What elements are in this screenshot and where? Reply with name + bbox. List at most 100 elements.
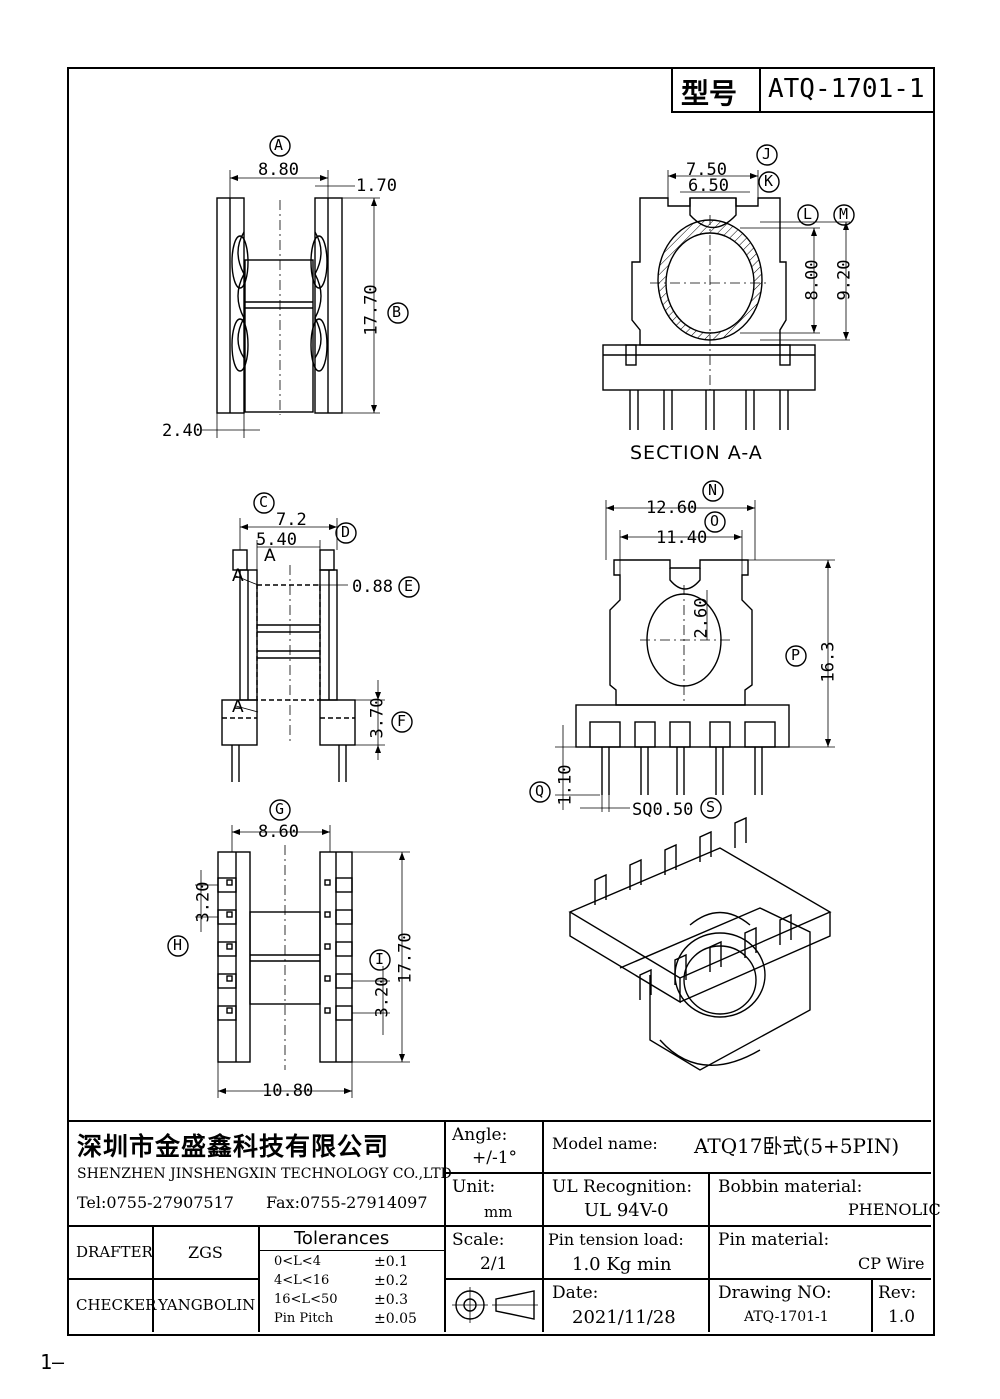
dim-c: 7.2 (276, 510, 307, 530)
drawing-no: ATQ-1701-1 (744, 1309, 829, 1325)
tel: Tel:0755-27907517 (77, 1193, 234, 1212)
dim-pitch: 3.20 (372, 976, 393, 1018)
tol-value: ±0.1 (374, 1254, 408, 1270)
dim-i: 17.70 (395, 932, 416, 984)
unit: mm (484, 1203, 513, 1221)
bobbin-label: Bobbin material: (718, 1177, 863, 1197)
page-number: 1– (40, 1350, 64, 1374)
callout-e: E (404, 577, 414, 595)
bobbin: PHENOLIC (848, 1200, 941, 1219)
dim-q: 1.10 (555, 764, 576, 806)
tb-hline (67, 1278, 258, 1280)
tol-range: 16<L<50 (274, 1292, 338, 1307)
fax: Fax:0755-27914097 (266, 1193, 428, 1212)
tb-vline (152, 1225, 154, 1332)
pin-material: CP Wire (858, 1254, 925, 1273)
tol-range: 4<L<16 (274, 1273, 330, 1288)
dim-f: 3.70 (367, 697, 388, 739)
projection-symbol-icon (452, 1287, 538, 1323)
checker: YANGBOLIN (158, 1296, 256, 1314)
callout-n: N (708, 481, 718, 499)
dim-j: 7.50 (686, 160, 727, 180)
top-view (202, 135, 409, 438)
tol-value: ±0.05 (374, 1311, 417, 1327)
callout-s: S (706, 798, 716, 816)
dim-n: 12.60 (646, 498, 698, 518)
bottom-view (167, 799, 410, 1098)
callout-d: D (341, 523, 351, 541)
pin-tension: 1.0 Kg min (572, 1254, 672, 1275)
tb-hline (258, 1250, 444, 1251)
dim-p: 16.3 (818, 641, 839, 683)
dim-gap: 1.70 (356, 176, 397, 196)
checker-label: CHECKER (76, 1296, 157, 1314)
section-title: SECTION A-A (630, 442, 763, 464)
tb-hline (444, 1278, 931, 1280)
drafter: ZGS (188, 1243, 223, 1262)
callout-q: Q (535, 782, 545, 800)
page-number-dash: – (52, 1350, 65, 1374)
title-block (67, 1120, 931, 1334)
tol-value: ±0.2 (374, 1273, 408, 1289)
pin-material-label: Pin material: (718, 1230, 830, 1250)
dim-l: 8.00 (802, 259, 823, 301)
section-view (602, 144, 855, 430)
tolerances-label: Tolerances (294, 1228, 390, 1249)
callout-p: P (791, 646, 801, 664)
front-view (529, 480, 835, 819)
dim-m: 9.20 (834, 259, 855, 301)
callout-h: H (173, 936, 183, 954)
callout-m: M (839, 205, 849, 223)
model-header-value: ATQ-1701-1 (768, 74, 925, 104)
callout-g: G (275, 800, 285, 818)
dim-o: 11.40 (656, 528, 708, 548)
dim-slot: 2.60 (691, 597, 712, 639)
drawing-no-label: Drawing NO: (718, 1283, 832, 1303)
tb-hline (444, 1172, 931, 1174)
tol-value: ±0.3 (374, 1292, 408, 1308)
date-label: Date: (552, 1283, 599, 1303)
drawing-frame (67, 67, 935, 1336)
ul: UL 94V-0 (584, 1200, 669, 1221)
tb-vline (871, 1278, 873, 1332)
model-header-box (671, 67, 933, 113)
pin-tension-label: Pin tension load: (548, 1230, 684, 1249)
tb-vline (258, 1225, 260, 1332)
date: 2021/11/28 (572, 1307, 676, 1328)
callout-k: K (764, 172, 774, 190)
tb-vline (708, 1172, 710, 1332)
dim-s: SQ0.50 (632, 800, 694, 820)
dim-h: 3.20 (193, 881, 214, 923)
tb-hline (67, 1225, 444, 1227)
callout-i: I (375, 950, 385, 968)
scale: 2/1 (480, 1254, 508, 1274)
drafter-label: DRAFTER (76, 1243, 153, 1261)
callout-a: A (274, 136, 284, 154)
callout-j: J (762, 145, 772, 163)
dim-wall: 2.40 (162, 421, 203, 441)
angle: +/-1° (472, 1148, 518, 1168)
tol-range: 0<L<4 (274, 1254, 321, 1269)
dim-a: 8.80 (258, 160, 299, 180)
model-name: ATQ17卧式(5+5PIN) (694, 1134, 900, 1158)
isometric-view (568, 816, 832, 1071)
model-name-label: Model name: (552, 1134, 658, 1153)
ul-label: UL Recognition: (552, 1177, 693, 1197)
page-number-value: 1 (40, 1350, 53, 1374)
callout-o: O (710, 512, 720, 530)
scale-label: Scale: (452, 1230, 505, 1250)
dim-k: 6.50 (688, 176, 729, 196)
company-en: SHENZHEN JINSHENGXIN TECHNOLOGY CO.,LTD (77, 1166, 452, 1182)
tol-range: Pin Pitch (274, 1311, 334, 1326)
model-header-divider (759, 67, 761, 111)
angle-label: Angle: (452, 1125, 508, 1145)
unit-label: Unit: (452, 1177, 496, 1197)
dim-e: 0.88 (352, 577, 393, 597)
section-mark: A (264, 546, 276, 566)
model-header-label: 型号 (681, 77, 738, 110)
dim-width: 10.80 (262, 1081, 314, 1101)
company-cn: 深圳市金盛鑫科技有限公司 (77, 1132, 390, 1161)
dim-d: 5.40 (256, 530, 297, 550)
callout-l: L (803, 205, 813, 223)
